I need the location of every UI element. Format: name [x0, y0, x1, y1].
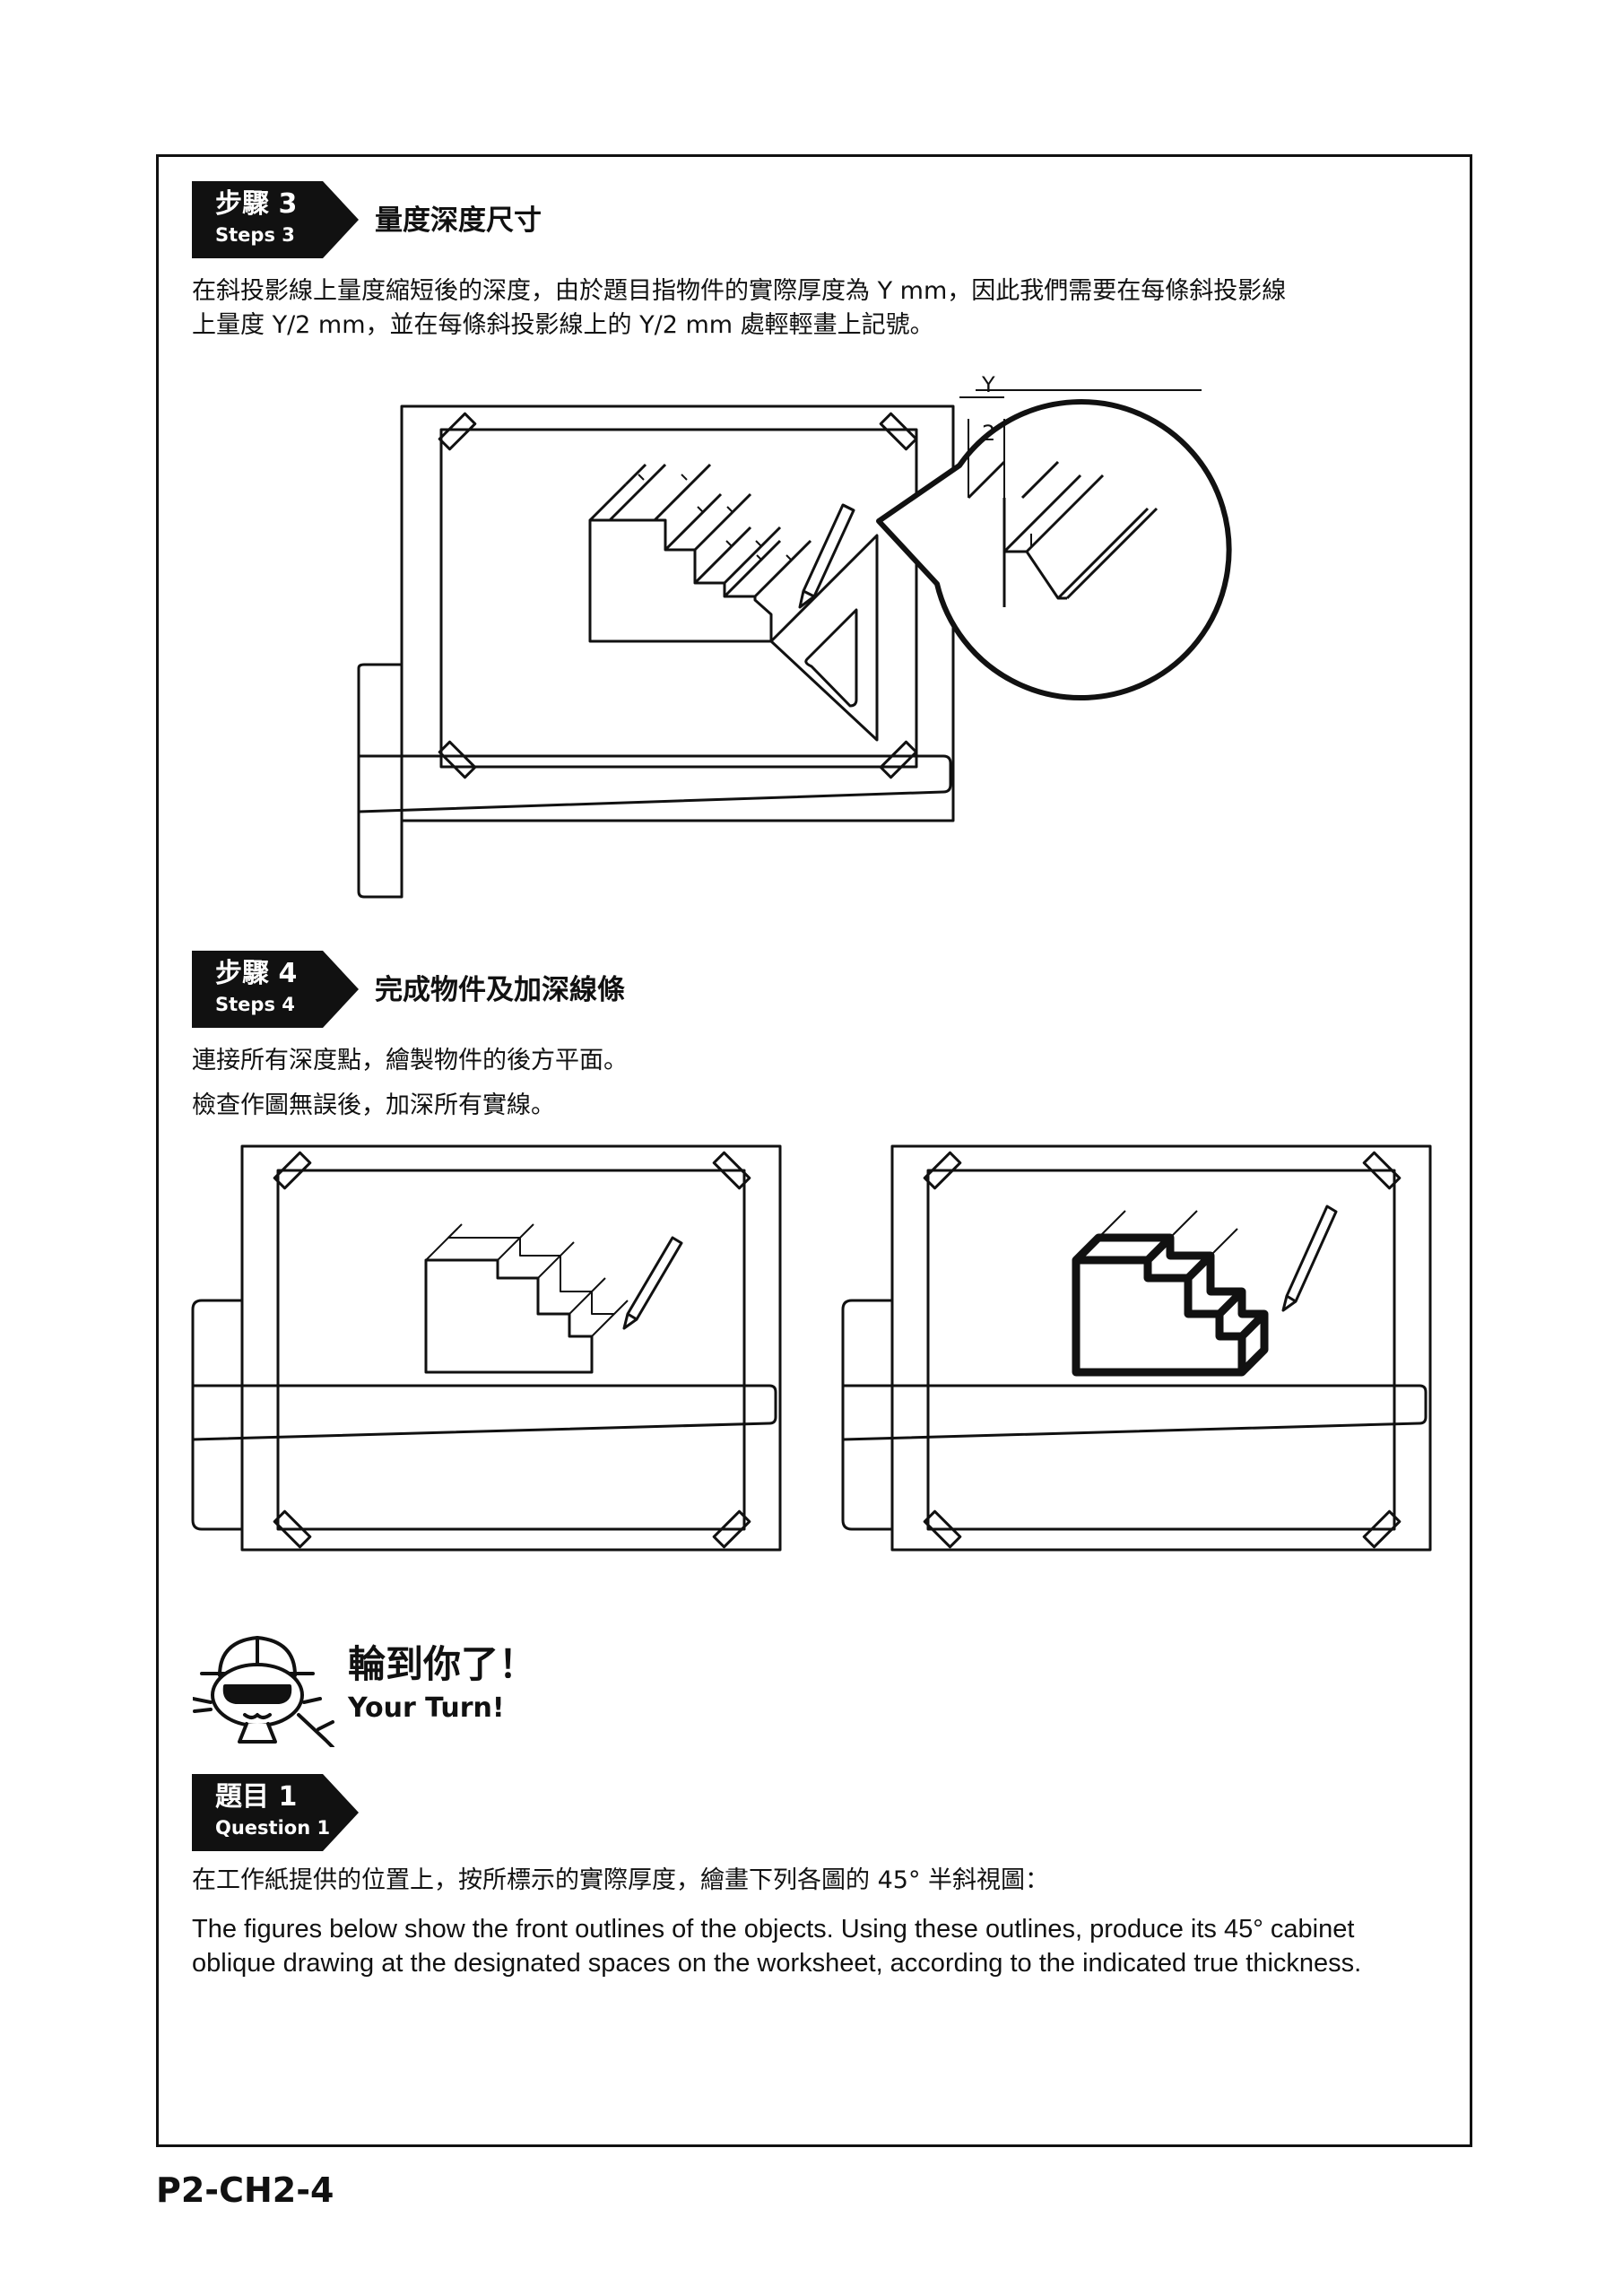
pencil-icon	[622, 1236, 683, 1330]
step-4-tag-title: 步驟 4	[215, 958, 298, 989]
page-frame	[156, 154, 1472, 2147]
step-4-illustration-bold	[841, 1144, 1432, 1552]
object-back-face	[448, 1237, 614, 1315]
step-4-text-line-1: 連接所有深度點，繪製物件的後方平面。	[192, 1047, 628, 1074]
question-instruction-en-line-2: oblique drawing at the designated spaces…	[192, 1949, 1362, 1978]
receding-lines	[425, 1223, 629, 1337]
object-front-face	[588, 518, 773, 643]
goggles	[222, 1684, 292, 1704]
step-4-tag: 步驟 4 Steps 4	[192, 951, 359, 1028]
t-square-head	[191, 1299, 244, 1531]
question-1-tag-title: 題目 1	[215, 1781, 298, 1813]
question-1-tag: 題目 1 Question 1	[192, 1774, 359, 1851]
dimension-denominator: 2	[982, 421, 995, 446]
step-4-text-line-2: 檢查作圖無誤後，加深所有實線。	[192, 1091, 555, 1119]
step-3-tag: 步驟 3 Steps 3	[192, 181, 359, 258]
step-3-text-line-2: 上量度 Y/2 mm，並在每條斜投影線上的 Y/2 mm 處輕輕畫上記號。	[192, 311, 934, 339]
object-front-face	[424, 1258, 594, 1374]
drawing-paper	[926, 1169, 1396, 1531]
your-turn-subtitle: Your Turn!	[348, 1692, 505, 1724]
tape-corner	[273, 1151, 751, 1549]
pencil-icon	[798, 503, 855, 609]
drawing-paper	[439, 428, 918, 769]
question-1-tag-subtitle: Question 1	[215, 1817, 331, 1839]
step-4-heading: 完成物件及加深線條	[375, 974, 625, 1006]
step-3-illustration: Y 2	[357, 372, 1232, 899]
magnified-object	[967, 460, 1159, 607]
object-bold-outline	[1072, 1233, 1269, 1377]
receding-lines	[1098, 1210, 1238, 1257]
t-square-blade	[192, 1384, 777, 1441]
t-square-head	[357, 663, 404, 899]
t-square-blade	[842, 1384, 1428, 1441]
t-square-blade	[358, 754, 952, 813]
your-turn-title: 輪到你了！	[348, 1642, 537, 1686]
dimension-numerator: Y	[981, 372, 995, 397]
step-3-tag-subtitle: Steps 3	[215, 224, 295, 246]
tag-arrow-shape	[192, 1774, 359, 1851]
step-3-heading: 量度深度尺寸	[375, 204, 542, 237]
drawing-board	[890, 1144, 1432, 1552]
tape-corner	[438, 412, 918, 779]
depth-marks	[638, 474, 793, 561]
tag-arrow-shape	[192, 951, 359, 1028]
drawing-board	[240, 1144, 782, 1552]
set-square-cutout	[804, 608, 858, 708]
mascot-cat-icon	[193, 1636, 334, 1747]
pencil-icon	[1281, 1205, 1338, 1312]
question-instruction-en-line-1: The figures below show the front outline…	[192, 1915, 1355, 1944]
step-3-tag-title: 步驟 3	[215, 188, 298, 220]
step-4-illustration-light	[191, 1144, 782, 1552]
question-instruction-zh: 在工作紙提供的位置上，按所標示的實際厚度，繪畫下列各圖的 45° 半斜視圖：	[192, 1866, 1050, 1894]
tape-corner	[923, 1151, 1402, 1549]
step-3-text-line-1: 在斜投影線上量度縮短後的深度，由於題目指物件的實際厚度為 Y mm，因此我們需要…	[192, 277, 1287, 305]
t-square-head	[841, 1299, 894, 1531]
drawing-paper	[276, 1169, 746, 1531]
receding-projection-lines	[588, 463, 812, 598]
tag-arrow-shape	[192, 181, 359, 258]
magnifier-callout	[876, 399, 1232, 701]
set-square	[769, 534, 879, 742]
page-number: P2-CH2-4	[156, 2170, 334, 2210]
wrench-icon	[297, 1713, 334, 1747]
step-4-tag-subtitle: Steps 4	[215, 994, 295, 1015]
